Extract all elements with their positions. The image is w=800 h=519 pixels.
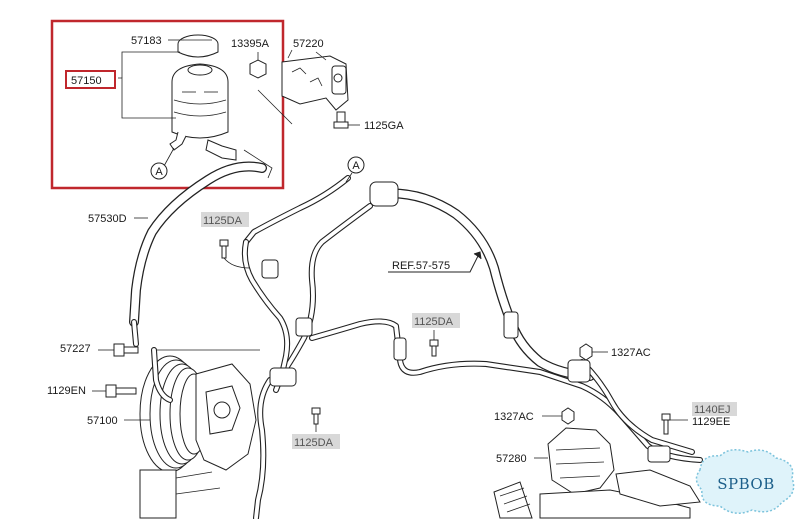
label-1125da-center: 1125DA [414, 316, 454, 328]
ref-arrowhead [473, 251, 482, 260]
label-57530d: 57530D [88, 213, 127, 225]
bolt-1125da-lower [311, 407, 321, 432]
gear-cover-57280 [534, 427, 615, 495]
label-1140ej-box [692, 402, 737, 416]
callout-a-reservoir: A [150, 162, 168, 180]
label-1327ac-upper: 1327AC [611, 347, 651, 359]
steering-gear-rack [493, 469, 701, 519]
reservoir-highlight-frame [50, 19, 285, 190]
label-57150: 57150 [71, 75, 102, 87]
label-1125da-upper-left: 1125DA [203, 215, 243, 227]
label-57150-highlight [65, 70, 116, 89]
label-1140ej: 1140EJ [694, 404, 731, 416]
bolt-1125da-upper-left [219, 239, 251, 269]
label-57183: 57183 [131, 35, 162, 47]
nut-1327ac-lower [542, 407, 575, 425]
ref-arrow [388, 251, 481, 273]
label-1327ac-lower: 1327AC [494, 411, 534, 423]
fitting-57227 [98, 343, 139, 357]
nut-13395a [249, 52, 267, 79]
suction-hose [129, 149, 273, 327]
reservoir-body [169, 63, 237, 161]
clamp-1327ac-upper [579, 343, 608, 361]
svg-text:A: A [155, 166, 163, 178]
pressure-line [241, 175, 771, 519]
label-57100: 57100 [87, 415, 118, 427]
label-1125da-center-box [412, 313, 460, 328]
watermark-badge: SPBOB [695, 449, 795, 514]
watermark-text: SPBOB [717, 475, 775, 493]
bolt-1129en [92, 384, 137, 398]
label-1125da-upper-left-box [201, 212, 249, 227]
label-57280: 57280 [496, 453, 527, 465]
label-13395a: 13395A [231, 38, 270, 50]
label-1129ee: 1129EE [692, 416, 730, 428]
label-1125da-lower-box [292, 434, 340, 449]
bolt-1125da-center [429, 330, 439, 357]
label-1125da-lower: 1125DA [294, 437, 334, 449]
pressure-hose [369, 181, 595, 381]
callout-a-hose: A [345, 156, 365, 183]
label-1125ga: 1125GA [364, 120, 404, 132]
label-1129en: 1129EN [47, 385, 86, 397]
bracket-57220 [281, 51, 349, 111]
reservoir-cap [177, 34, 219, 58]
svg-text:A: A [352, 160, 360, 172]
pump-assembly [131, 319, 257, 519]
label-ref-57-575: REF.57-575 [392, 260, 450, 272]
label-57220: 57220 [293, 38, 324, 50]
label-57227: 57227 [60, 343, 91, 355]
bolt-1129ee [661, 413, 688, 435]
bolt-1125ga [333, 111, 360, 129]
